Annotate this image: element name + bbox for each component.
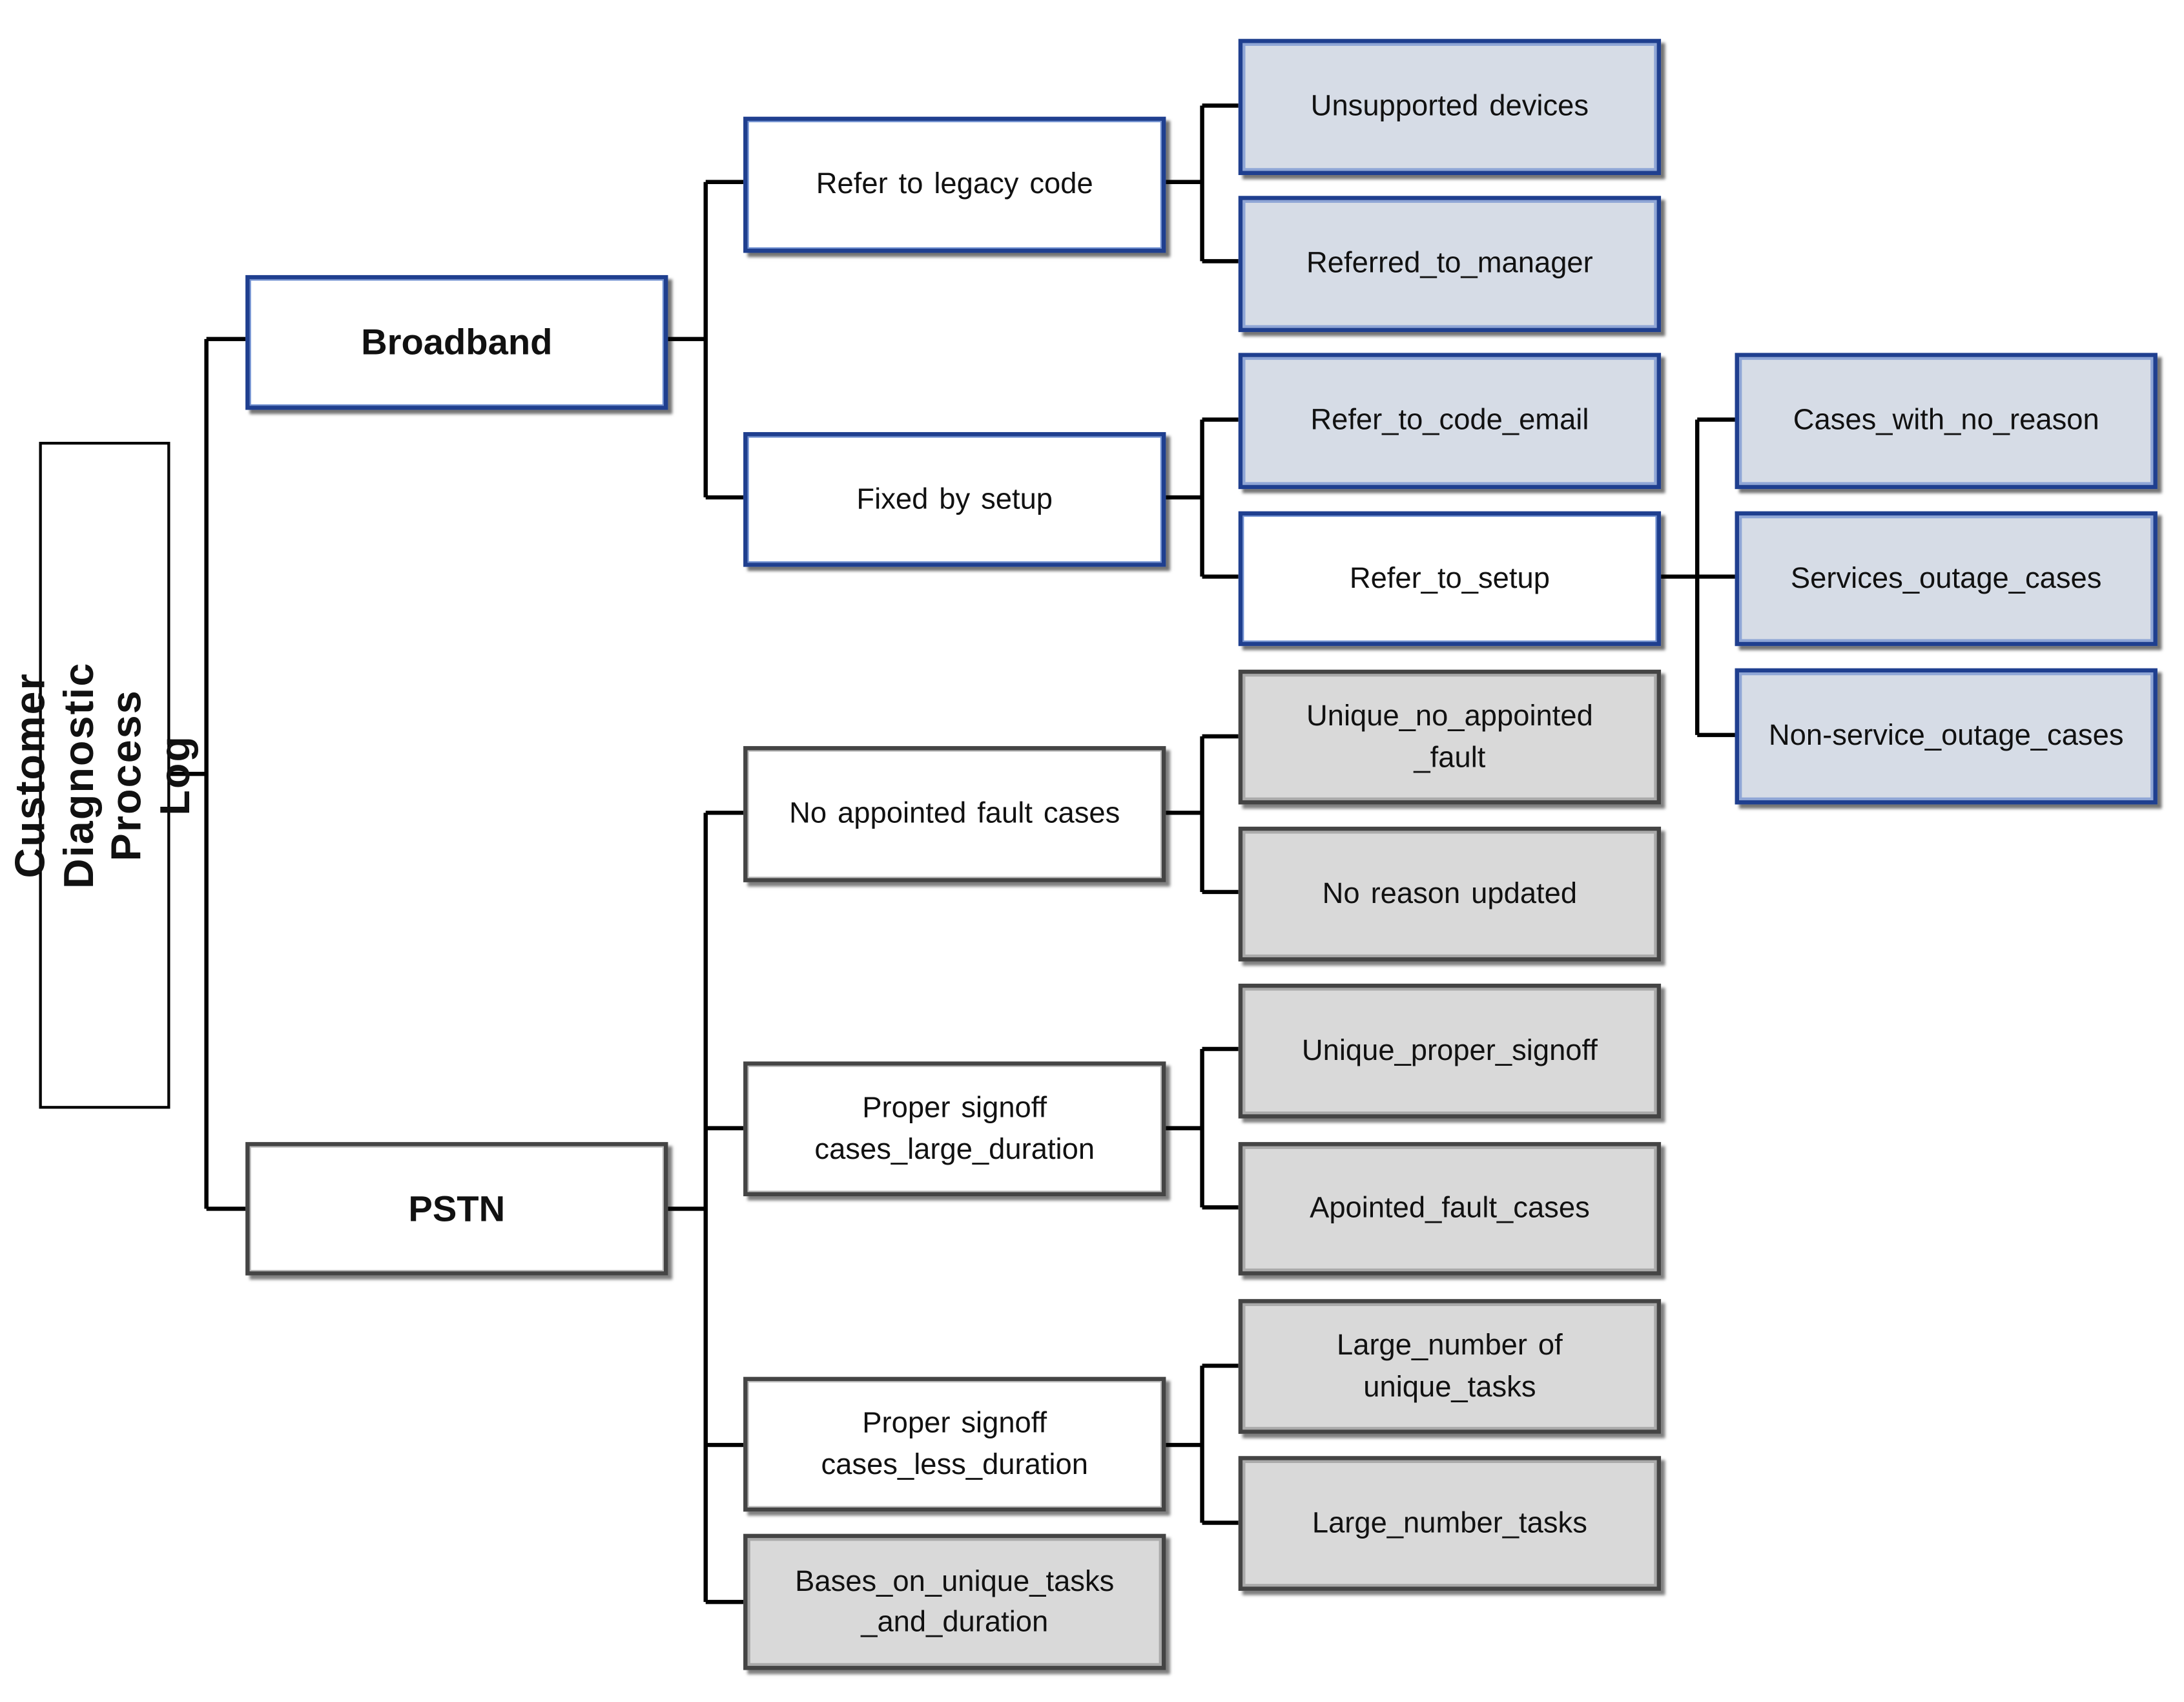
root-node: Customer Diagnostic Process Log bbox=[8, 442, 199, 1109]
refer-to-setup-node: Refer_to_setup bbox=[1238, 511, 1662, 647]
no-reason-updated-node: No reason updated bbox=[1238, 826, 1662, 962]
signoff-large-duration-node: Proper signoff cases_large_duration bbox=[743, 1061, 1166, 1197]
refer-code-email-node: Refer_to_code_email bbox=[1238, 353, 1662, 490]
root-label: Customer Diagnostic Process Log bbox=[8, 661, 199, 889]
unique-no-appointed-node: Unique_no_appointed _fault bbox=[1238, 669, 1662, 805]
bases-unique-tasks-node: Bases_on_unique_tasks _and_duration bbox=[743, 1533, 1166, 1670]
signoff-less-duration-node: Proper signoff cases_less_duration bbox=[743, 1376, 1166, 1512]
apointed-fault-cases-node: Apointed_fault_cases bbox=[1238, 1142, 1662, 1276]
cases-no-reason-node: Cases_with_no_reason bbox=[1735, 353, 2158, 490]
no-appointed-fault-node: No appointed fault cases bbox=[743, 746, 1166, 882]
broadband-node: Broadband bbox=[245, 275, 668, 410]
services-outage-node: Services_outage_cases bbox=[1735, 511, 2158, 647]
fixed-by-setup-node: Fixed by setup bbox=[743, 431, 1166, 567]
unique-proper-signoff-node: Unique_proper_signoff bbox=[1238, 983, 1662, 1119]
refer-legacy-node: Refer to legacy code bbox=[743, 116, 1166, 253]
pstn-node: PSTN bbox=[245, 1142, 668, 1276]
referred-to-manager-node: Referred_to_manager bbox=[1238, 196, 1662, 333]
unsupported-devices-node: Unsupported devices bbox=[1238, 39, 1662, 176]
large-number-tasks-node: Large_number_tasks bbox=[1238, 1456, 1662, 1591]
non-service-outage-node: Non-service_outage_cases bbox=[1735, 668, 2158, 805]
large-number-unique-tasks-node: Large_number of unique_tasks bbox=[1238, 1299, 1662, 1434]
